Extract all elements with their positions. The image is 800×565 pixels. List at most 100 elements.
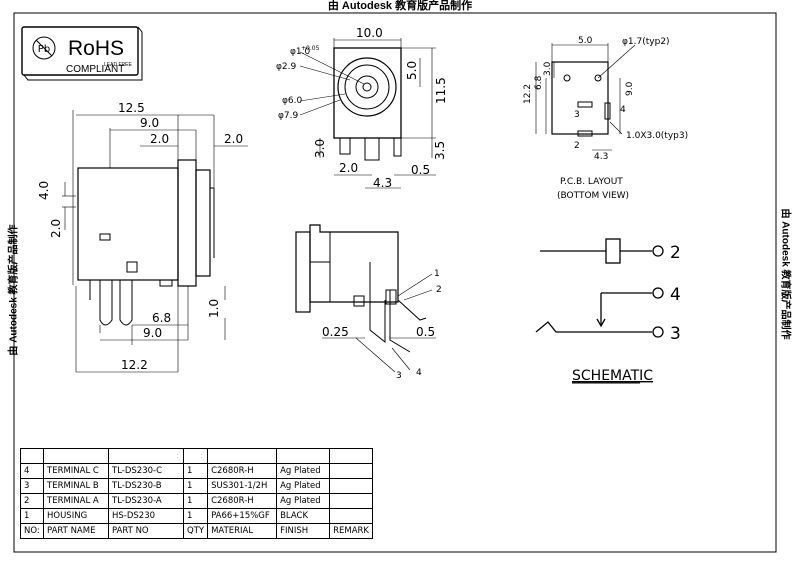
dim-hole-4: φ7.9 — [278, 111, 299, 121]
bom-cell-name: TERMINAL B — [43, 478, 109, 494]
bom-cell-no: 3 — [20, 478, 44, 494]
iso-dim-0-25: 0.25 — [322, 325, 349, 339]
bom-cell-name: PART NAME — [43, 523, 109, 539]
pcb-pin-4: 4 — [620, 105, 626, 115]
rohs-subtitle: COMPLIANT — [66, 64, 124, 75]
bom-cell-part: TL-DS230-C — [108, 463, 184, 479]
pcb-dim-9-0: 9.0 — [625, 81, 635, 96]
dim-0-5-front: 0.5 — [411, 163, 430, 177]
bom-cell-material: PA66+15%GF — [207, 508, 278, 524]
dim-6-8: 6.8 — [152, 311, 171, 325]
schematic — [535, 238, 664, 338]
bom-cell-finish: Ag Plated — [276, 493, 331, 509]
schematic-label-2: 2 — [670, 243, 681, 263]
pcb-layout — [535, 43, 636, 151]
dim-12-2: 12.2 — [121, 358, 148, 372]
bom-cell-part: TL-DS230-B — [108, 478, 184, 494]
bom-cell-finish: FINISH — [276, 523, 331, 539]
dim-hole-3: φ6.0 — [282, 96, 303, 106]
bom-cell-name: TERMINAL C — [43, 463, 109, 479]
bom-cell-remark — [329, 508, 373, 524]
side-view — [62, 110, 248, 373]
iso-label-2: 2 — [436, 285, 442, 295]
iso-label-4: 4 — [416, 368, 422, 378]
dim-hole-2: φ2.9 — [276, 62, 297, 72]
schematic-pin-2-terminal — [652, 245, 664, 257]
dim-4-0: 4.0 — [37, 181, 51, 200]
bom-cell-remark: REMARK — [329, 523, 373, 539]
bom-cell-qty: 1 — [182, 508, 209, 524]
dim-2-0-a: 2.0 — [150, 132, 169, 146]
pcb-hole-right — [594, 74, 602, 82]
pcb-title: P.C.B. LAYOUT — [560, 177, 623, 187]
bom-cell-name: TERMINAL A — [43, 493, 109, 509]
pcb-dim-3-0: 3.0 — [543, 61, 553, 76]
bom-spacer-cell — [108, 448, 184, 464]
bom-cell-remark — [329, 478, 373, 494]
bom-spacer-row — [20, 448, 373, 464]
pcb-dim-6-8: 6.8 — [534, 75, 544, 90]
dim-2-0-c: 2.0 — [49, 219, 63, 238]
bom-spacer-cell — [20, 448, 44, 464]
dim-3-0: 3.0 — [313, 139, 327, 158]
bom-cell-material: SUS301-1/2H — [207, 478, 278, 494]
pcb-pin-2: 2 — [574, 141, 580, 151]
dim-9-0-b: 9.0 — [143, 326, 162, 340]
pcb-pin-3: 3 — [574, 110, 580, 120]
iso-view — [295, 224, 436, 373]
dim-2-0-b: 2.0 — [224, 132, 243, 146]
bom-cell-remark — [329, 463, 373, 479]
autodesk-watermark-top: 由 Autodesk 教育版产品制作 — [327, 0, 473, 12]
pcb-hole-left — [563, 74, 571, 82]
dim-3-5: 3.5 — [433, 141, 447, 160]
pcb-dim-hole: φ1.7(typ2) — [622, 37, 670, 47]
dim-12-5: 12.5 — [118, 101, 145, 115]
dim-1-0: 1.0 — [207, 299, 221, 318]
schematic-pin-3-terminal — [652, 326, 664, 338]
pcb-dim-4-3: 4.3 — [594, 152, 608, 162]
bom-cell-material: MATERIAL — [207, 523, 278, 539]
bom-cell-qty: 1 — [182, 463, 209, 479]
bom-cell-qty: 1 — [182, 478, 209, 494]
bom-spacer-cell — [182, 448, 209, 464]
bom-cell-finish: Ag Plated — [276, 478, 331, 494]
pcb-subtitle: (BOTTOM VIEW) — [557, 191, 629, 201]
iso-dim-0-5: 0.5 — [416, 325, 435, 339]
dim-10-0: 10.0 — [356, 26, 383, 40]
dim-hole-1-tol: +0.05 — [301, 45, 320, 52]
bom-cell-material: C2680R-H — [207, 463, 278, 479]
bom-cell-no: 2 — [20, 493, 44, 509]
bom-cell-part: HS-DS230 — [108, 508, 184, 524]
schematic-label-3: 3 — [670, 324, 681, 344]
schematic-title: SCHEMATIC — [572, 368, 653, 384]
bom-cell-finish: Ag Plated — [276, 463, 331, 479]
iso-label-1: 1 — [434, 269, 440, 279]
dim-2-0-front: 2.0 — [339, 161, 358, 175]
dim-5-0: 5.0 — [405, 61, 419, 80]
bom-cell-no: NO: — [20, 523, 44, 539]
bom-spacer-cell — [329, 448, 373, 464]
bom-cell-part: PART NO — [108, 523, 184, 539]
bom-spacer-cell — [207, 448, 278, 464]
drawing-frame — [13, 12, 777, 553]
pcb-dim-12-2: 12.2 — [523, 84, 533, 104]
schematic-label-4: 4 — [670, 285, 681, 305]
bom-cell-no: 1 — [20, 508, 44, 524]
dim-4-3-front: 4.3 — [373, 176, 392, 190]
dim-9-0: 9.0 — [140, 116, 159, 130]
svg-text:Pb: Pb — [38, 44, 50, 55]
front-view — [299, 38, 436, 189]
pcb-dim-5-0: 5.0 — [578, 36, 593, 46]
rohs-badge: Pb RoHS LEAD FREE COMPLIANT — [21, 26, 143, 81]
lead-free-icon — [32, 36, 56, 60]
bom-cell-material: C2680R-H — [207, 493, 278, 509]
schematic-pin-4-terminal — [652, 287, 664, 299]
bom-spacer-cell — [276, 448, 331, 464]
bom-cell-qty: QTY — [182, 523, 209, 539]
